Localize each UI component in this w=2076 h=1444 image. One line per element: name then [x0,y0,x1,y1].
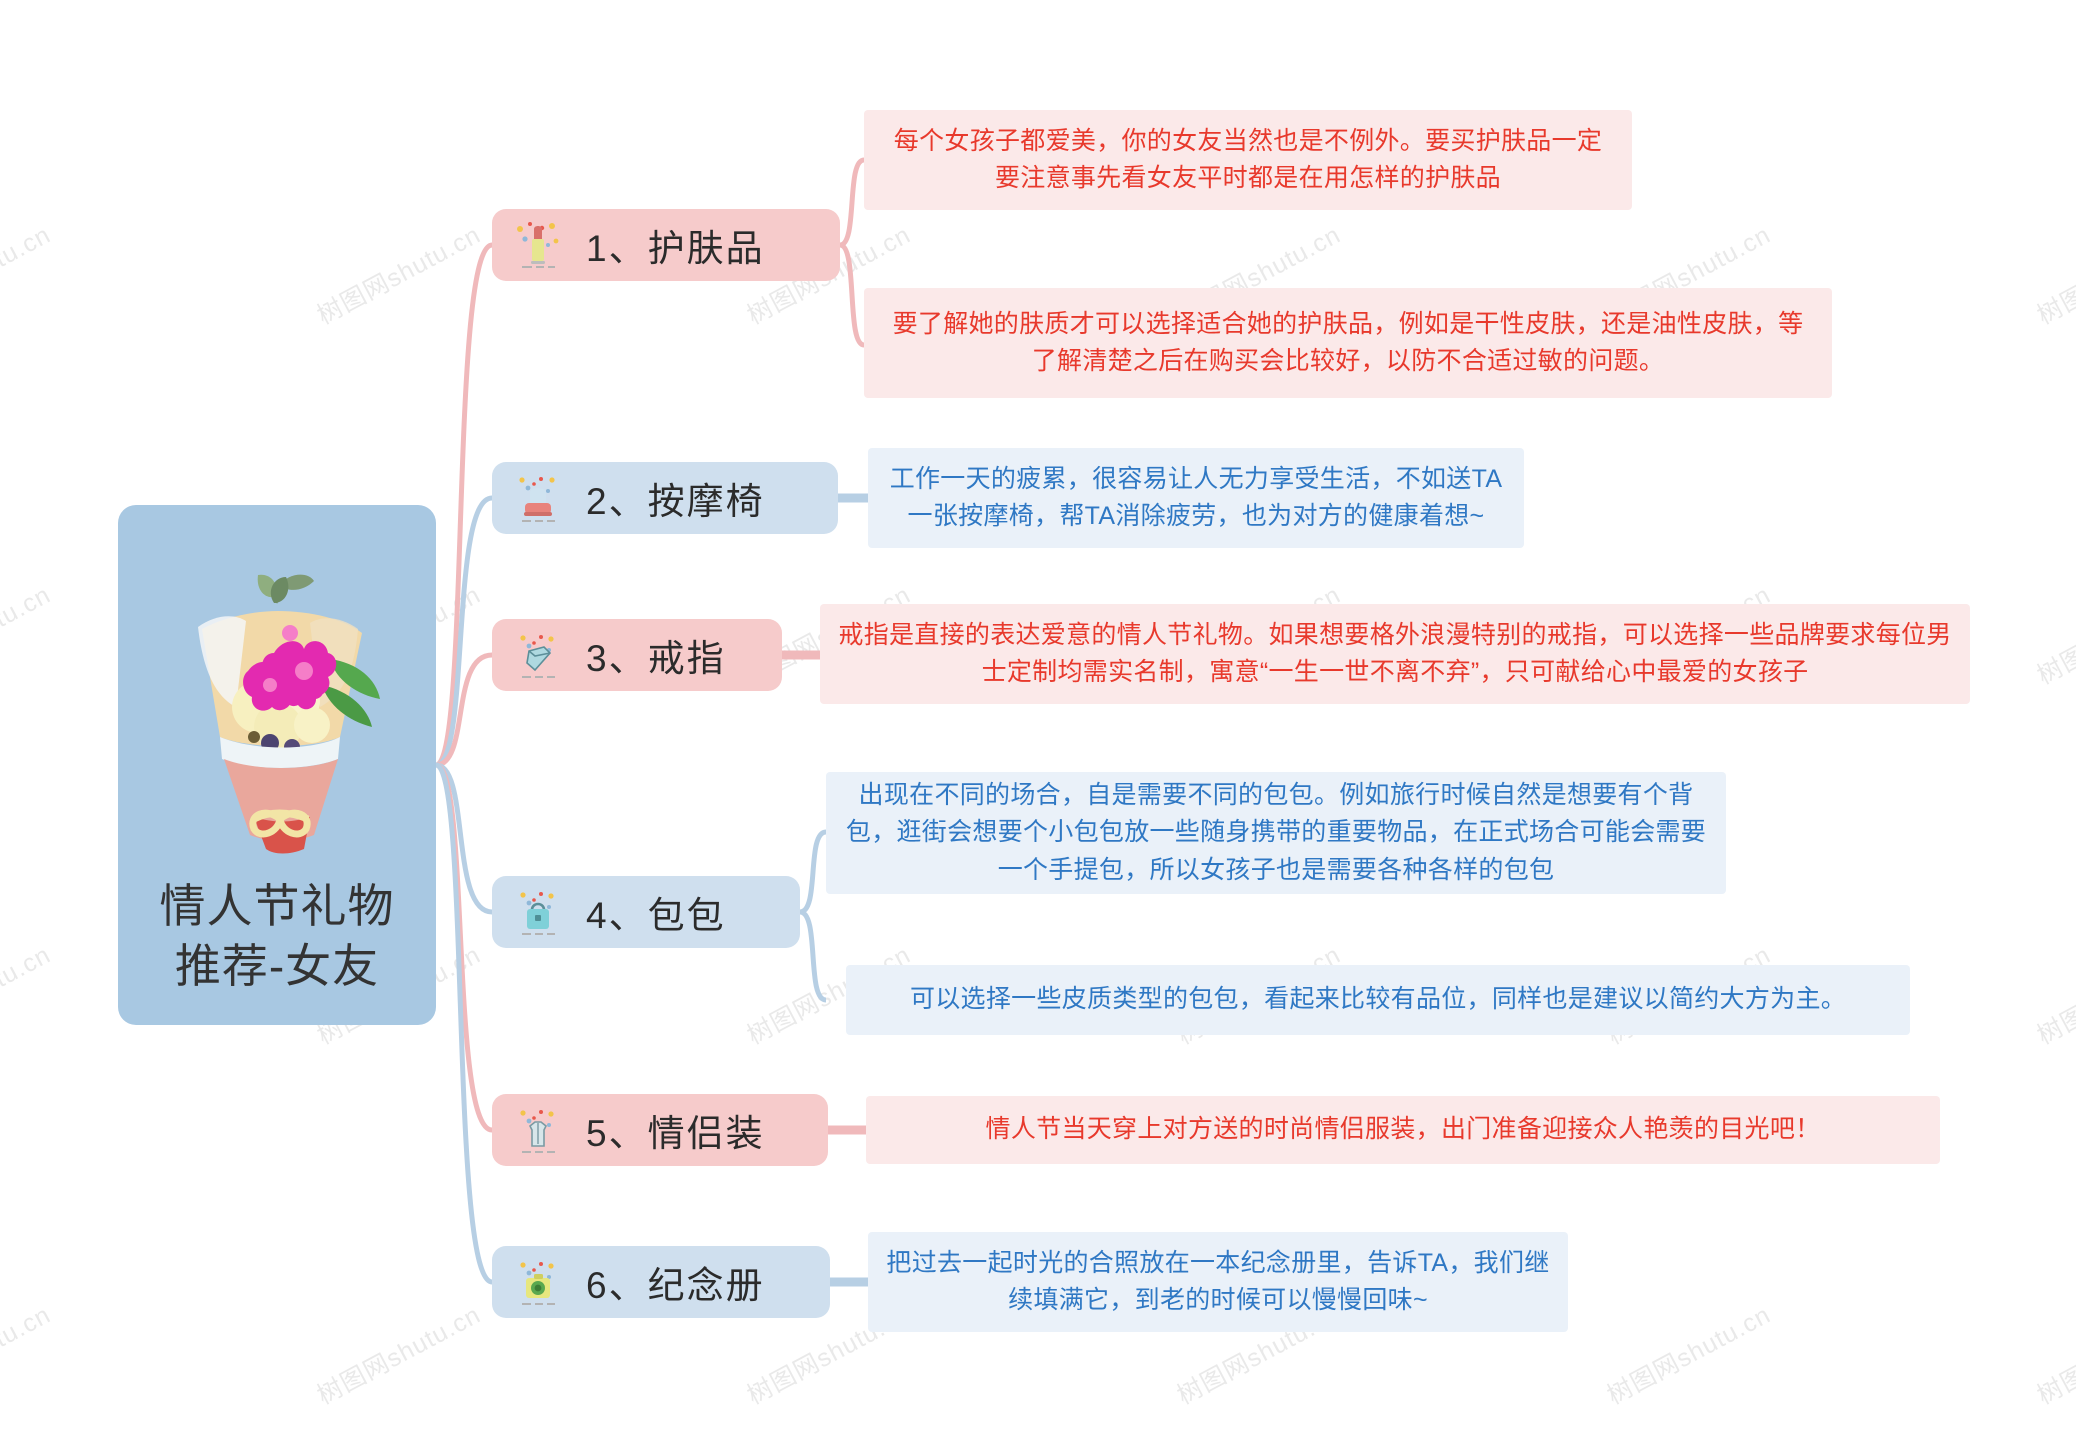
detail-box-4-1: 出现在不同的场合，自是需要不同的包包。例如旅行时候自然是想要有个背包，逛街会想要… [826,772,1726,894]
detail-box-6-1: 把过去一起时光的合照放在一本纪念册里，告诉TA，我们继续填满它，到老的时候可以慢… [868,1232,1568,1332]
detail-box-4-2: 可以选择一些皮质类型的包包，看起来比较有品位，同样也是建议以简约大方为主。 [846,965,1910,1035]
branch-node-3[interactable]: 3、戒指 [492,619,782,691]
branch-label-1: 1、护肤品 [586,228,765,269]
ring-box-icon [508,625,568,685]
massage-chair-icon [508,468,568,528]
root-node[interactable]: 情人节礼物 推荐-女友 [118,505,436,1025]
branch-node-2[interactable]: 2、按摩椅 [492,462,838,534]
detail-box-1-2: 要了解她的肤质才可以选择适合她的护肤品，例如是干性皮肤，还是油性皮肤，等了解清楚… [864,288,1832,398]
handbag-icon [508,882,568,942]
camera-album-icon [508,1252,568,1312]
lipstick-icon [508,215,568,275]
branch-node-6[interactable]: 6、纪念册 [492,1246,830,1318]
detail-box-1-1: 每个女孩子都爱美，你的女友当然也是不例外。要买护肤品一定要注意事先看女友平时都是… [864,110,1632,210]
bouquet-illustration [198,574,380,854]
branch-label-5: 5、情侣装 [586,1113,765,1154]
branch-label-6: 6、纪念册 [586,1265,765,1306]
root-title: 情人节礼物 推荐-女友 [160,876,395,997]
detail-box-2-1: 工作一天的疲累，很容易让人无力享受生活，不如送TA一张按摩椅，帮TA消除疲劳，也… [868,448,1524,548]
branch-node-1[interactable]: 1、护肤品 [492,209,840,281]
root-title-line1: 情人节礼物 [159,879,395,932]
detail-box-3-1: 戒指是直接的表达爱意的情人节礼物。如果想要格外浪漫特别的戒指，可以选择一些品牌要… [820,604,1970,704]
branch-label-2: 2、按摩椅 [586,481,765,522]
branch-label-4: 4、包包 [586,895,726,936]
root-title-line2: 推荐-女友 [174,940,380,993]
branch-label-3: 3、戒指 [586,638,726,679]
branch-node-4[interactable]: 4、包包 [492,876,800,948]
branch-node-5[interactable]: 5、情侣装 [492,1094,828,1166]
couple-shirt-icon [508,1100,568,1160]
detail-box-5-1: 情人节当天穿上对方送的时尚情侣服装，出门准备迎接众人艳羡的目光吧！ [866,1096,1940,1164]
